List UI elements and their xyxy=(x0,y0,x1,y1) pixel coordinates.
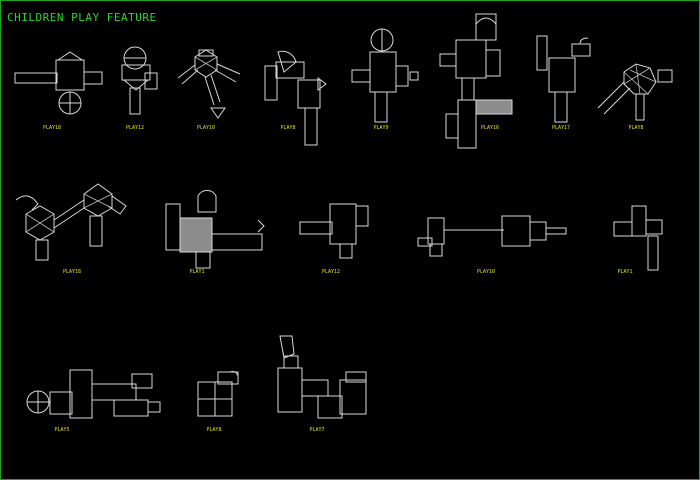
feature-label: PLAY16 xyxy=(481,125,499,131)
feature-label: PLAY5 xyxy=(54,427,69,433)
play-feature-14 xyxy=(26,369,161,419)
play-feature-4 xyxy=(264,50,327,146)
play-feature-6 xyxy=(439,13,513,149)
feature-label: PLAY18 xyxy=(43,125,61,131)
play-feature-15 xyxy=(197,371,239,417)
feature-label: PLAY8 xyxy=(206,427,221,433)
play-feature-2 xyxy=(121,46,158,115)
feature-label: PLAY18 xyxy=(63,269,81,275)
feature-label: PLAY17 xyxy=(552,125,570,131)
feature-label: PLAY10 xyxy=(197,125,215,131)
feature-label: PLAY8 xyxy=(628,125,643,131)
feature-label: PLAY12 xyxy=(322,269,340,275)
feature-label: PLAY12 xyxy=(126,125,144,131)
play-feature-8 xyxy=(597,63,673,121)
feature-label: PLAY10 xyxy=(477,269,495,275)
play-feature-1 xyxy=(14,51,103,115)
play-feature-3 xyxy=(177,49,241,119)
play-feature-11 xyxy=(299,203,369,259)
play-feature-13 xyxy=(613,205,663,271)
feature-label: PLAY7 xyxy=(309,427,324,433)
play-feature-12 xyxy=(417,215,567,257)
play-feature-9 xyxy=(15,183,127,261)
play-feature-10 xyxy=(165,189,265,269)
play-feature-7 xyxy=(536,35,591,123)
play-feature-16 xyxy=(277,335,367,419)
play-feature-5 xyxy=(351,28,419,123)
feature-label: PLAY1 xyxy=(617,269,632,275)
feature-label: PLAY8 xyxy=(280,125,295,131)
feature-label: PLAY9 xyxy=(373,125,388,131)
feature-label: PLAY1 xyxy=(189,269,204,275)
drawing-title: CHILDREN PLAY FEATURE xyxy=(7,11,157,24)
